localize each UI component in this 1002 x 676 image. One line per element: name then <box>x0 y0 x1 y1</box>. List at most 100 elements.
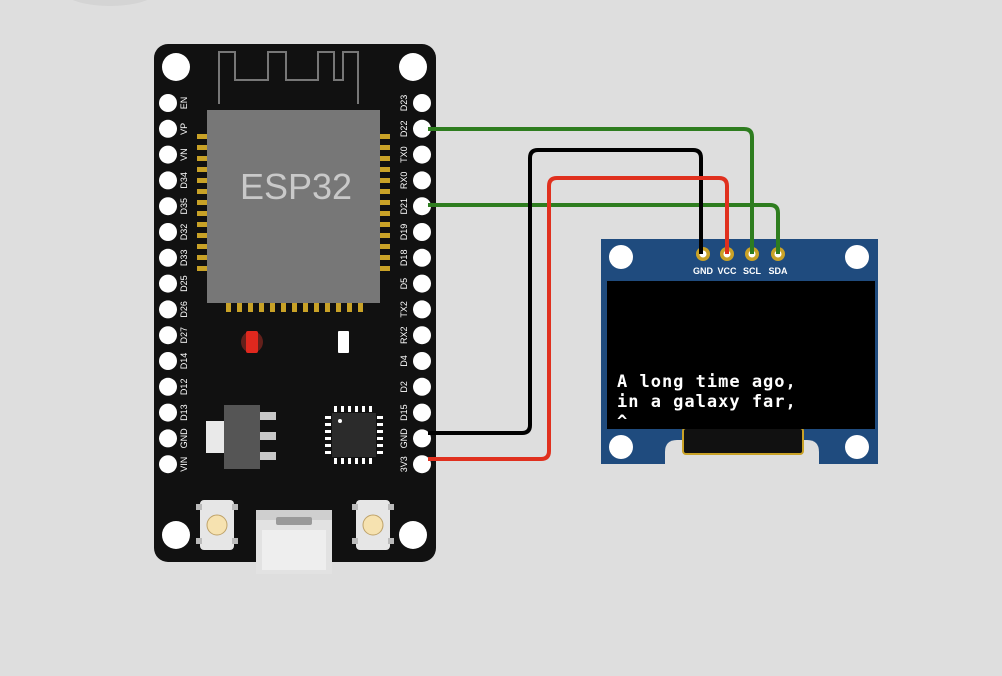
pin-label: D27 <box>179 327 189 344</box>
pin-left-vn[interactable]: VN <box>159 145 189 164</box>
pin-right-tx0[interactable]: TX0 <box>399 145 431 164</box>
display-ribbon <box>682 427 804 455</box>
pin-left-d35[interactable]: D35 <box>159 197 189 216</box>
mount-hole <box>162 521 190 549</box>
pin-right-rx0[interactable]: RX0 <box>399 171 431 190</box>
pin-right-d18[interactable]: D18 <box>399 248 431 267</box>
pin-left-en[interactable]: EN <box>159 94 189 112</box>
pin-hole[interactable] <box>413 223 431 241</box>
module-pads-left <box>197 134 207 271</box>
module-pads-right <box>380 134 390 271</box>
pin-left-vp[interactable]: VP <box>159 119 189 138</box>
pin-left-d13[interactable]: D13 <box>159 403 189 422</box>
pin-hole[interactable] <box>413 94 431 112</box>
pin-right-d15[interactable]: D15 <box>399 403 431 422</box>
pin-hole[interactable] <box>413 326 431 345</box>
pin-right-d4[interactable]: D4 <box>399 352 431 370</box>
pin-right-3v3[interactable]: 3V3 <box>399 455 431 474</box>
canvas-shadow-shape <box>72 0 148 6</box>
pin-right-rx2[interactable]: RX2 <box>399 326 431 345</box>
pin-left-d27[interactable]: D27 <box>159 326 189 345</box>
pin-hole[interactable] <box>159 377 177 396</box>
micro-usb-port <box>256 510 332 574</box>
pin-label: GND <box>399 428 409 449</box>
pin-label: D19 <box>399 224 409 241</box>
pin-hole[interactable] <box>159 171 177 190</box>
pin-right-d22[interactable]: D22 <box>399 119 431 138</box>
pin-hole[interactable] <box>159 248 177 267</box>
pin-hole[interactable] <box>413 429 431 448</box>
pin-left-d25[interactable]: D25 <box>159 274 189 293</box>
pin-right-d5[interactable]: D5 <box>399 274 431 293</box>
pin-hole[interactable] <box>159 429 177 448</box>
pin-hole[interactable] <box>159 455 177 474</box>
pin-hole[interactable] <box>413 171 431 190</box>
voltage-regulator <box>206 405 276 469</box>
wire-gnd-gnd[interactable] <box>428 148 703 435</box>
pin-left-vin[interactable]: VIN <box>159 455 189 474</box>
pin-hole[interactable] <box>413 352 431 370</box>
pin-right-d2[interactable]: D2 <box>399 377 431 396</box>
pin-hole[interactable] <box>159 145 177 164</box>
pin-hole[interactable] <box>413 403 431 422</box>
pin-right-tx2[interactable]: TX2 <box>399 300 431 319</box>
boot-button[interactable] <box>352 500 394 550</box>
pin-hole[interactable] <box>413 119 431 138</box>
antenna-trace <box>218 51 359 104</box>
pin-hole[interactable] <box>413 197 431 216</box>
pin-hole[interactable] <box>159 403 177 422</box>
esp32-devkit-board[interactable]: ESP32 <box>154 44 436 574</box>
pin-hole[interactable] <box>413 145 431 164</box>
pin-label: EN <box>179 97 189 110</box>
pin-hole[interactable] <box>159 352 177 370</box>
chip-label: ESP32 <box>240 166 352 207</box>
en-reset-button[interactable] <box>196 500 238 550</box>
pin-left-gnd[interactable]: GND <box>159 428 189 449</box>
pin-label: D2 <box>399 381 409 393</box>
pin-label: D25 <box>179 275 189 292</box>
pin-hole[interactable] <box>413 377 431 396</box>
oled-pin-label: SDA <box>768 266 788 276</box>
pin-label: RX2 <box>399 326 409 344</box>
pin-left-d32[interactable]: D32 <box>159 223 189 241</box>
oled-screen <box>607 281 875 429</box>
pin-hole[interactable] <box>159 300 177 319</box>
pin-hole[interactable] <box>413 248 431 267</box>
pin-hole[interactable] <box>413 455 431 474</box>
pin-hole[interactable] <box>159 119 177 138</box>
pin-hole[interactable] <box>413 274 431 293</box>
pin-hole[interactable] <box>159 197 177 216</box>
pin-hole[interactable] <box>159 274 177 293</box>
power-led <box>246 331 258 353</box>
oled-pin-label: VCC <box>717 266 737 276</box>
pin-left-d33[interactable]: D33 <box>159 248 189 267</box>
mount-hole <box>162 53 190 81</box>
pin-label: D32 <box>179 224 189 241</box>
pin-hole[interactable] <box>159 326 177 345</box>
pin-left-d12[interactable]: D12 <box>159 377 189 396</box>
pin-left-d34[interactable]: D34 <box>159 171 189 190</box>
pin-label: D5 <box>399 278 409 290</box>
pin-right-d23[interactable]: D23 <box>399 94 431 112</box>
mount-hole <box>399 521 427 549</box>
wire-3v3-vcc[interactable] <box>428 176 729 461</box>
pin-right-gnd[interactable]: GND <box>399 428 431 449</box>
mount-hole <box>845 435 869 459</box>
pin-left-d26[interactable]: D26 <box>159 300 189 319</box>
pin-hole[interactable] <box>413 300 431 319</box>
pin-label: D26 <box>179 301 189 318</box>
oled-line-2: in a galaxy far, <box>617 392 797 412</box>
pin-label: D34 <box>179 172 189 189</box>
pin-left-d14[interactable]: D14 <box>159 352 189 370</box>
wire-d22-scl[interactable] <box>428 127 754 254</box>
mount-hole <box>609 435 633 459</box>
pin-hole[interactable] <box>159 223 177 241</box>
pin-hole[interactable] <box>159 94 177 112</box>
wire-d21-sda[interactable] <box>428 203 780 254</box>
pin-right-d19[interactable]: D19 <box>399 223 431 241</box>
pin-label: D33 <box>179 250 189 267</box>
pin-right-d21[interactable]: D21 <box>399 197 431 216</box>
oled-pin-label: SCL <box>743 266 762 276</box>
